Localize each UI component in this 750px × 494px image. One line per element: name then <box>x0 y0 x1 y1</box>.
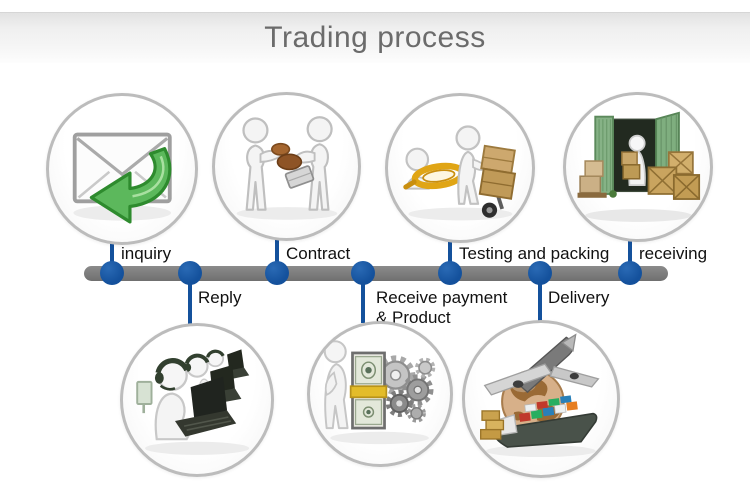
timeline-dot-reply <box>178 261 202 285</box>
timeline-dot-testing-packing <box>438 261 462 285</box>
connector-receive-payment <box>361 273 365 323</box>
connector-inquiry <box>110 236 114 273</box>
step-circle-receiving <box>563 92 713 242</box>
deal-exchange-icon <box>236 115 337 220</box>
customer-support-icon <box>136 349 250 455</box>
title-banner: Trading process <box>0 12 750 63</box>
step-circle-testing-packing <box>385 93 535 243</box>
step-circle-contract <box>212 92 361 241</box>
money-gears-icon <box>324 340 436 445</box>
connector-testing-packing <box>448 234 452 273</box>
email-reply-icon <box>72 132 172 224</box>
timeline-dot-delivery <box>528 261 552 285</box>
inspection-packing-icon <box>402 125 516 220</box>
timeline-dot-receiving <box>618 261 642 285</box>
step-label-delivery: Delivery <box>548 288 610 307</box>
timeline-dot-inquiry <box>100 261 124 285</box>
timeline-dot-receive-payment <box>351 261 375 285</box>
connector-receiving <box>628 233 632 273</box>
timeline-dot-contract <box>265 261 289 285</box>
container-unloading-icon <box>577 111 700 222</box>
connector-reply <box>188 273 192 325</box>
step-circle-reply <box>120 323 274 477</box>
step-label-receiving: receiving <box>639 244 708 263</box>
connector-delivery <box>538 273 542 322</box>
step-label-reply: Reply <box>198 288 242 307</box>
step-label-testing-packing: Testing and packing <box>459 244 610 263</box>
step-circle-delivery <box>462 320 620 478</box>
timeline-bar <box>84 266 668 281</box>
step-circle-receive-payment <box>307 321 453 467</box>
step-circle-inquiry <box>46 93 198 245</box>
global-transport-icon <box>480 333 600 458</box>
step-label-contract: Contract <box>286 244 351 263</box>
connector-contract <box>275 232 279 273</box>
step-label-inquiry: inquiry <box>121 244 172 263</box>
page-title: Trading process <box>264 21 486 54</box>
